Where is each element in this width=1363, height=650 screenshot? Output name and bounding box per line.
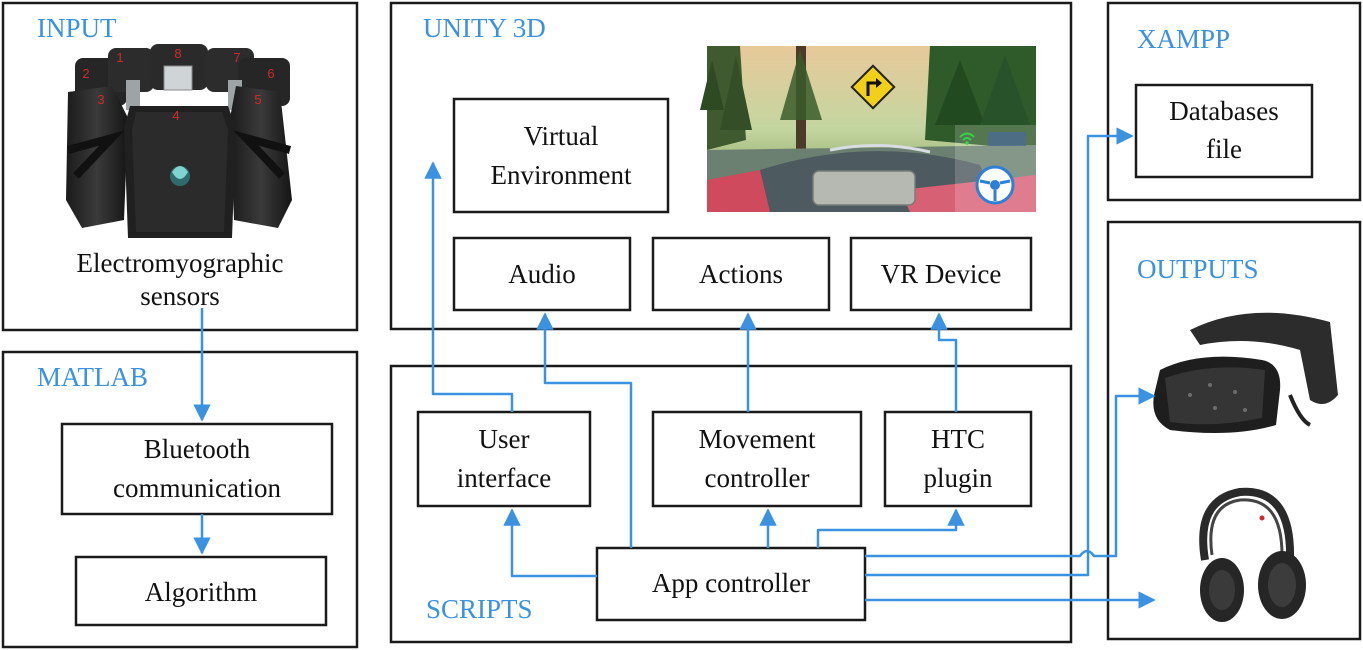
connectors	[193, 127, 1156, 609]
audio-label: Audio	[508, 259, 576, 289]
segment-number: 6	[267, 66, 274, 81]
ui-label-line1: User	[479, 424, 530, 454]
vr-headset-image	[1153, 312, 1338, 434]
segment-number: 2	[82, 66, 89, 81]
segment-number: 5	[254, 92, 261, 107]
actions-label: Actions	[699, 259, 783, 289]
driving-simulator-screenshot	[700, 46, 1036, 212]
movement-label-line2: controller	[705, 463, 810, 493]
segment-number: 8	[174, 46, 181, 61]
app-to-database-arrow	[865, 127, 1134, 577]
actions-box: Actions	[651, 236, 831, 312]
ve-label-line2: Environment	[491, 160, 632, 190]
emg-armband-image: 1 2 3 4 5 6 7 8	[66, 44, 292, 238]
unity-panel-title: UNITY 3D	[423, 13, 546, 43]
movement-label-line1: Movement	[699, 424, 816, 454]
audio-box: Audio	[452, 236, 632, 312]
htc-plugin-box: HTC plugin	[883, 410, 1033, 508]
bluetooth-communication-box: Bluetooth communication	[60, 422, 334, 516]
user-interface-box: User interface	[416, 410, 592, 508]
road-sign-icon	[850, 64, 896, 110]
app-to-audio-arrow	[536, 312, 633, 548]
bluetooth-label-line1: Bluetooth	[144, 434, 251, 464]
ui-to-virtual-environment-arrow	[424, 161, 514, 412]
databases-file-box: Databases file	[1134, 83, 1314, 179]
db-label-line1: Databases	[1169, 96, 1278, 126]
vr-device-label: VR Device	[881, 259, 1002, 289]
movement-controller-box: Movement controller	[651, 410, 863, 508]
headphones-image	[1199, 487, 1306, 622]
segment-number: 4	[172, 108, 179, 123]
segment-number: 3	[97, 92, 104, 107]
segment-number: 7	[233, 50, 240, 65]
wifi-icon	[959, 132, 975, 145]
app-to-htc-arrow	[816, 508, 965, 548]
db-label-line2: file	[1206, 134, 1242, 164]
segment-number: 1	[116, 50, 123, 65]
scripts-panel-title: SCRIPTS	[426, 594, 533, 624]
bluetooth-label-line2: communication	[113, 473, 281, 503]
steering-wheel-icon	[975, 165, 1015, 205]
app-controller-box: App controller	[595, 546, 867, 622]
app-to-vr-headset-arrow	[865, 387, 1156, 558]
app-to-ui-arrow	[503, 508, 597, 578]
htc-to-vr-device-arrow	[930, 312, 958, 412]
matlab-panel-title: MATLAB	[37, 362, 148, 392]
virtual-environment-box: Virtual Environment	[452, 97, 670, 214]
ui-label-line2: interface	[457, 463, 551, 493]
app-controller-label: App controller	[652, 568, 810, 598]
myo-logo-icon	[170, 166, 190, 186]
outputs-panel-title: OUTPUTS	[1137, 254, 1259, 284]
htc-label-line2: plugin	[923, 463, 993, 493]
htc-label-line1: HTC	[931, 424, 985, 454]
input-panel-title: INPUT	[37, 13, 117, 43]
vr-device-box: VR Device	[849, 236, 1033, 312]
emg-sensors-label-line2: sensors	[140, 281, 220, 311]
emg-sensors-label-line1: Electromyographic	[77, 248, 284, 278]
algorithm-label: Algorithm	[145, 577, 258, 607]
algorithm-box: Algorithm	[74, 555, 328, 627]
xampp-panel-title: XAMPP	[1137, 24, 1230, 54]
ve-label-line1: Virtual	[524, 121, 599, 151]
